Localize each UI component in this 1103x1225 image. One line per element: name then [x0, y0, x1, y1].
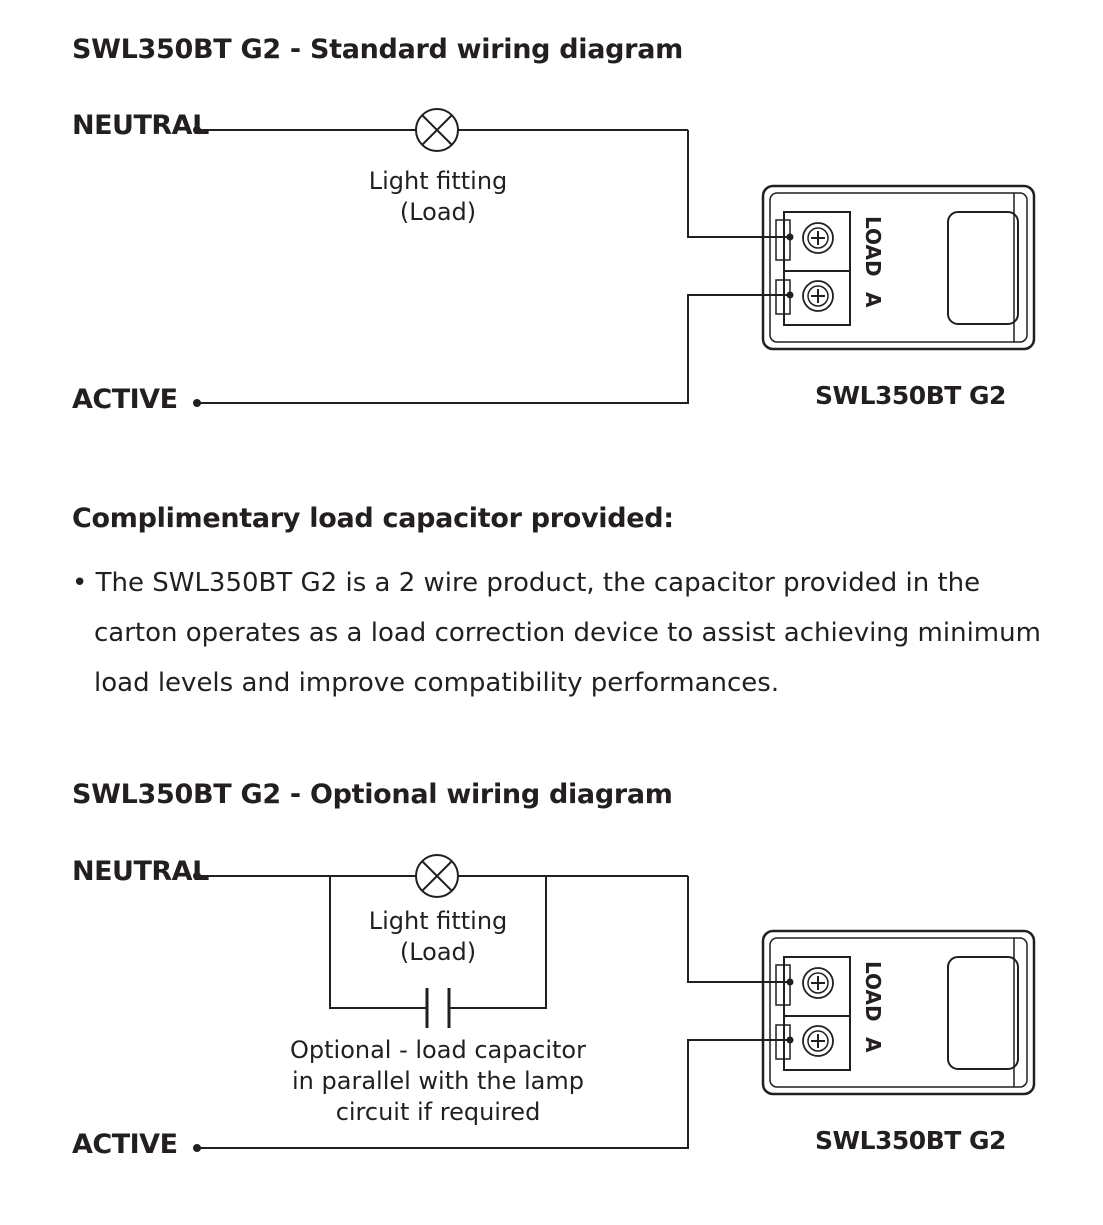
diagram2-active-label: ACTIVE: [72, 1129, 178, 1160]
diagram1-active-wire: [197, 294, 790, 404]
diagram1-load-note: Light fitting (Load): [338, 166, 538, 228]
diagram1-device-model: SWL350BT G2: [815, 381, 1006, 410]
diagram2-capacitor-note-line1: Optional - load capacitor: [290, 1036, 586, 1064]
paragraph-line-2: carton operates as a load correction dev…: [94, 618, 1041, 648]
diagram2-terminal-load-label: LOAD: [861, 961, 885, 1022]
paragraph-line-3: load levels and improve compatibility pe…: [94, 668, 780, 698]
diagram2-lamp-icon: [415, 854, 459, 898]
diagram2-terminal-a-label: A: [861, 1037, 885, 1053]
diagram2-active-wire: [197, 1039, 790, 1149]
capacitor-section-paragraph: • The SWL350BT G2 is a 2 wire product, t…: [72, 558, 1041, 708]
diagram2-capacitor-note-line3: circuit if required: [335, 1098, 541, 1126]
diagram2-capacitor-right-wire: [449, 876, 547, 1009]
diagram1-lamp-icon: [415, 108, 459, 152]
capacitor-section-heading: Complimentary load capacitor provided:: [72, 503, 674, 534]
diagram2-capacitor-note: Optional - load capacitor in parallel wi…: [268, 1035, 608, 1128]
diagram2-title: SWL350BT G2 - Optional wiring diagram: [72, 779, 673, 810]
diagram2-capacitor-left-wire: [329, 876, 427, 1009]
diagram1-title: SWL350BT G2 - Standard wiring diagram: [72, 34, 683, 65]
diagram2-device-icon: [761, 929, 1036, 1096]
diagram2-capacitor-icon: [425, 988, 451, 1028]
diagram2-screw-a-icon: [802, 1025, 834, 1057]
diagram1-load-note-line1: Light fitting: [368, 167, 508, 195]
diagram1-screw-a-icon: [802, 280, 834, 312]
bullet-icon: •: [72, 568, 88, 598]
diagram1-load-wire: [687, 130, 790, 238]
diagram2-neutral-label: NEUTRAL: [72, 856, 209, 887]
diagram2-capacitor-note-line2: in parallel with the lamp: [292, 1067, 584, 1095]
diagram2-load-note-line1: Light fitting: [368, 907, 508, 935]
diagram2-device-model: SWL350BT G2: [815, 1126, 1006, 1155]
diagram1-device-icon: [761, 184, 1036, 351]
diagram1-terminal-load-label: LOAD: [861, 216, 885, 277]
diagram2-screw-load-icon: [802, 967, 834, 999]
diagram1-terminal-a-label: A: [861, 292, 885, 308]
diagram1-active-label: ACTIVE: [72, 384, 178, 415]
diagram2-load-wire: [687, 876, 790, 983]
diagram1-neutral-label: NEUTRAL: [72, 110, 209, 141]
diagram2-load-note-line2: (Load): [399, 938, 477, 966]
diagram1-load-note-line2: (Load): [399, 198, 477, 226]
diagram1-screw-load-icon: [802, 222, 834, 254]
paragraph-line-1: The SWL350BT G2 is a 2 wire product, the…: [95, 568, 981, 598]
diagram2-load-note: Light fitting (Load): [338, 906, 538, 968]
